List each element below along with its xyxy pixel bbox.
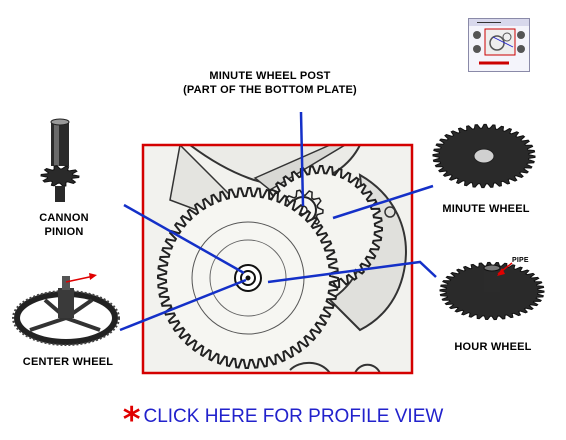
profile-view-link-text[interactable]: CLICK HERE FOR PROFILE VIEW: [143, 406, 444, 427]
cannon-pinion-label: CANNON PINION: [20, 211, 108, 239]
overview-thumbnail[interactable]: [468, 18, 530, 72]
minute-wheel-post-label: MINUTE WHEEL POST (PART OF THE BOTTOM PL…: [150, 69, 390, 97]
cannon-pinion-label-line1: CANNON: [39, 212, 89, 224]
pointer-hour-wheel: [267, 260, 437, 284]
minute-wheel-post-label-line2: (PART OF THE BOTTOM PLATE): [183, 84, 357, 96]
pointer-center-wheel: [119, 278, 247, 332]
center-wheel-label: CENTER WHEEL: [22, 356, 114, 368]
hour-wheel-label: HOUR WHEEL: [454, 341, 532, 353]
minute-wheel-label: MINUTE WHEEL: [442, 203, 530, 215]
photo-frame: [141, 143, 414, 375]
profile-view-link[interactable]: *CLICK HERE FOR PROFILE VIEW: [0, 400, 566, 440]
center-wheel-image: [12, 273, 120, 346]
cannon-pinion-teeth: [40, 165, 80, 187]
pointer-lines: [119, 111, 437, 332]
pointer-minute-wheel: [332, 184, 434, 220]
pointer-minute-wheel-post: [299, 111, 305, 207]
pointer-cannon-pinion: [123, 203, 245, 275]
minute-wheel-image: [432, 123, 536, 189]
minute-wheel-post-label-line1: MINUTE WHEEL POST: [209, 70, 331, 82]
red-asterisk-icon: *: [122, 400, 141, 440]
hour-wheel-image: [439, 261, 545, 321]
center-wheel-red-arrow: [65, 275, 95, 283]
pipe-label: PIPE: [512, 257, 529, 264]
cannon-pinion-image: [40, 118, 80, 202]
cannon-pinion-label-line2: PINION: [44, 226, 84, 238]
gear-train-photo: [143, 145, 412, 373]
overview-thumbnail-drawing: [469, 19, 529, 65]
